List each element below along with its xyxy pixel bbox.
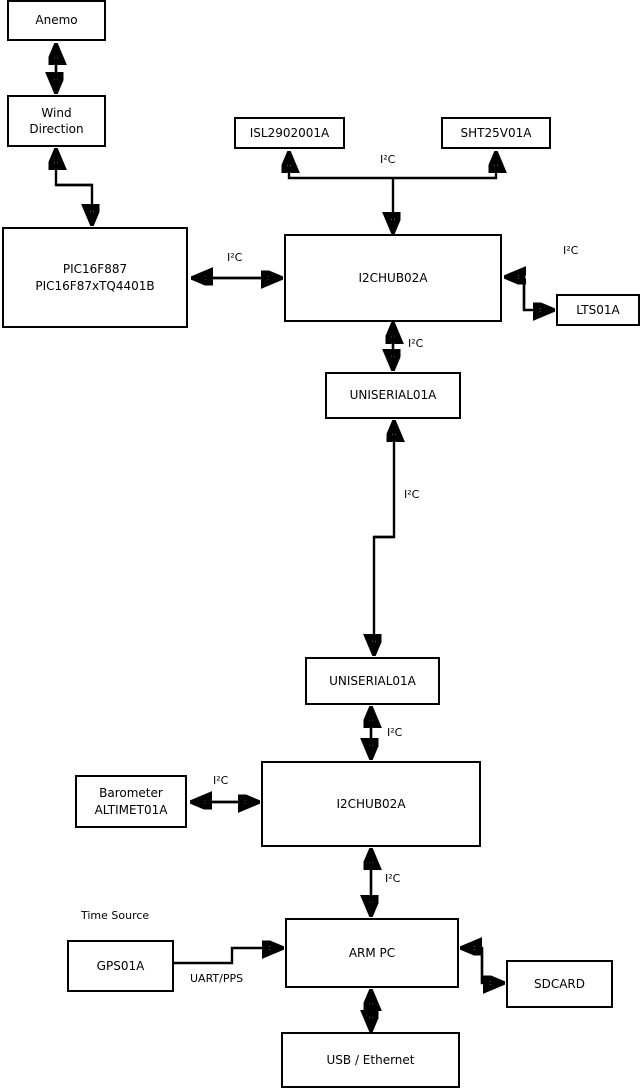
wire-hub-to-isl (289, 155, 393, 180)
node-gps01a[interactable]: GPS01A (67, 940, 174, 992)
node-pic-mcu-label-line2: PIC16F87xTQ4401B (35, 278, 155, 293)
edge-label-gps-to-armpc: UART/PPS (190, 972, 244, 985)
node-barometer-label-line1: Barometer (99, 786, 163, 801)
wire-sdcard-to-armpc (464, 948, 484, 983)
annotation-time-source: Time Source (81, 909, 150, 922)
edge-label-uniserial-link: I²C (404, 488, 420, 501)
node-barometer-altimet01a[interactable]: Barometer ALTIMET01A (75, 775, 187, 828)
node-usb-ethernet[interactable]: USB / Ethernet (281, 1032, 460, 1088)
node-i2chub02a-top-label: I2CHUB02A (358, 270, 428, 285)
edge-label-pic-to-hub: I²C (227, 251, 243, 264)
node-usb-ethernet-label: USB / Ethernet (326, 1052, 415, 1067)
edge-label-sensor-bus-top: I²C (380, 153, 396, 166)
wire-armpc-to-sdcard (480, 948, 501, 983)
node-arm-pc[interactable]: ARM PC (285, 918, 459, 988)
node-pic-mcu[interactable]: PIC16F887 PIC16F87xTQ4401B (2, 227, 188, 328)
edge-label-uniserial-to-hub-bottom: I²C (387, 726, 403, 739)
edge-label-barometer-to-hub: I²C (213, 774, 229, 787)
wire-gps-to-armpc (174, 948, 280, 965)
node-sdcard[interactable]: SDCARD (506, 960, 613, 1008)
node-lts01a[interactable]: LTS01A (556, 294, 640, 326)
node-gps01a-label: GPS01A (96, 958, 145, 973)
wire-hub-to-lts (522, 277, 551, 310)
wire-uniserial-link-down (374, 535, 394, 652)
edge-label-hub-to-armpc: I²C (385, 872, 401, 885)
node-isl2902001a[interactable]: ISL2902001A (234, 117, 345, 149)
node-uniserial01a-lower[interactable]: UNISERIAL01A (305, 657, 440, 705)
node-anemo-label: Anemo (35, 13, 78, 28)
wire-wind-to-pic-up (56, 152, 92, 187)
node-sht25v01a[interactable]: SHT25V01A (441, 117, 551, 149)
node-wind-direction[interactable]: Wind Direction (7, 95, 106, 147)
node-barometer-label-line2: ALTIMET01A (94, 802, 168, 817)
node-i2chub02a-bottom[interactable]: I2CHUB02A (261, 761, 481, 847)
node-uniserial01a-upper[interactable]: UNISERIAL01A (325, 372, 461, 419)
wire-hub-to-sht (393, 155, 496, 180)
node-wind-direction-label-line2: Direction (29, 122, 84, 136)
node-lts01a-label: LTS01A (576, 302, 620, 317)
node-uniserial01a-lower-label: UNISERIAL01A (329, 673, 416, 688)
node-arm-pc-label: ARM PC (348, 945, 396, 960)
edge-label-hub-to-uniserial: I²C (408, 337, 424, 350)
node-wind-direction-label-line1: Wind (41, 105, 72, 120)
wire-lts-to-hub (508, 277, 524, 310)
edge-label-hub-to-lts: I²C (563, 244, 579, 257)
node-anemo[interactable]: Anemo (7, 0, 106, 41)
node-uniserial01a-upper-label: UNISERIAL01A (349, 388, 437, 403)
wire-wind-to-pic-down (56, 183, 92, 222)
node-isl2902001a-label: ISL2902001A (249, 125, 330, 140)
node-i2chub02a-bottom-label: I2CHUB02A (336, 796, 406, 811)
node-sht25v01a-label: SHT25V01A (460, 125, 532, 140)
node-pic-mcu-label-line1: PIC16F887 (62, 262, 128, 277)
node-i2chub02a-top[interactable]: I2CHUB02A (284, 234, 502, 322)
node-sdcard-label: SDCARD (533, 976, 586, 991)
wire-uniserial-link-up (374, 424, 394, 539)
